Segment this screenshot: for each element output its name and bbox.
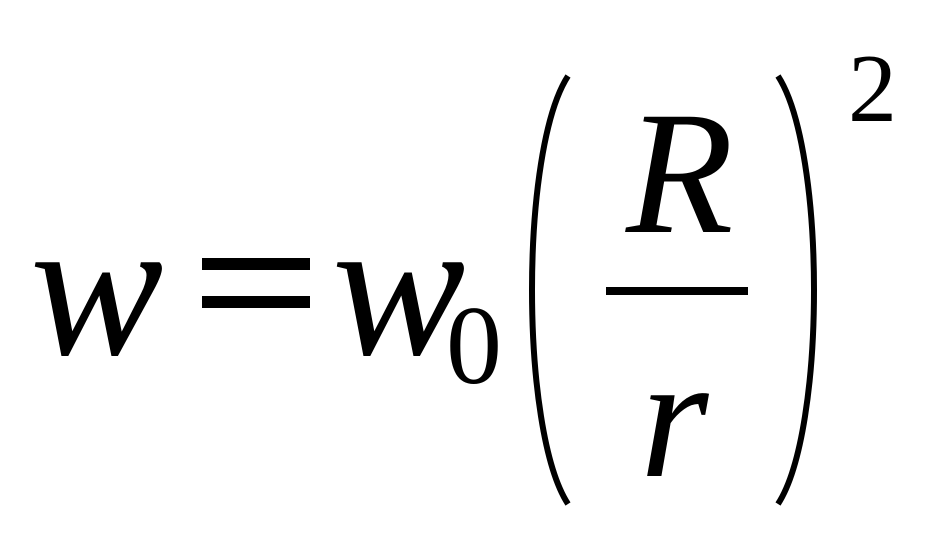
exponent-two: 2 (848, 35, 897, 143)
fraction-denominator-r: r (640, 320, 709, 515)
left-parenthesis (529, 74, 571, 506)
equals-sign-bottom-bar (202, 296, 310, 308)
rhs-variable-w: w (332, 177, 466, 398)
fraction-bar (606, 287, 748, 295)
equals-sign-top-bar (202, 258, 310, 270)
right-parenthesis (775, 74, 817, 506)
fraction-numerator-R: R (626, 76, 734, 271)
subscript-zero: 0 (446, 284, 502, 408)
lhs-variable-w: w (30, 177, 164, 398)
